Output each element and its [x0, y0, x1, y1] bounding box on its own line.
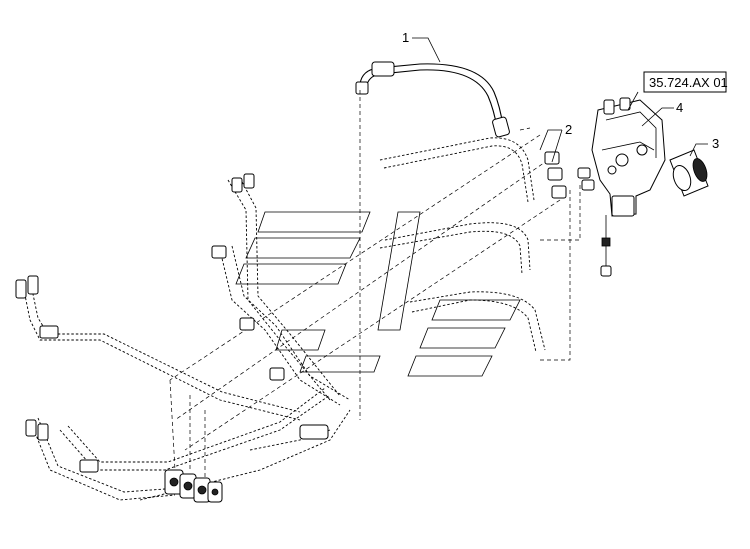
callout-4: 4 [676, 100, 683, 115]
watermark-logo [235, 211, 521, 377]
callout-leaders [412, 37, 708, 163]
control-valve-item-4 [591, 97, 666, 277]
callout-3: 3 [712, 136, 719, 151]
dashed-hose-routes [21, 137, 546, 501]
reference-label: 35.724.AX 01 [649, 75, 728, 90]
callout-2: 2 [565, 122, 572, 137]
callout-1: 1 [402, 30, 409, 45]
lower-manifold-cluster [164, 469, 223, 503]
hose-fitting [371, 61, 395, 77]
reference-box[interactable]: 35.724.AX 01 [643, 71, 728, 93]
fittings-item-2 [544, 151, 595, 199]
hose-fitting [492, 116, 510, 138]
hose-assembly-1 [355, 61, 510, 138]
hose-fitting-end [355, 81, 369, 95]
plug-part-item-3 [669, 149, 709, 197]
connection-leaders [169, 90, 581, 480]
left-fittings [15, 173, 329, 473]
